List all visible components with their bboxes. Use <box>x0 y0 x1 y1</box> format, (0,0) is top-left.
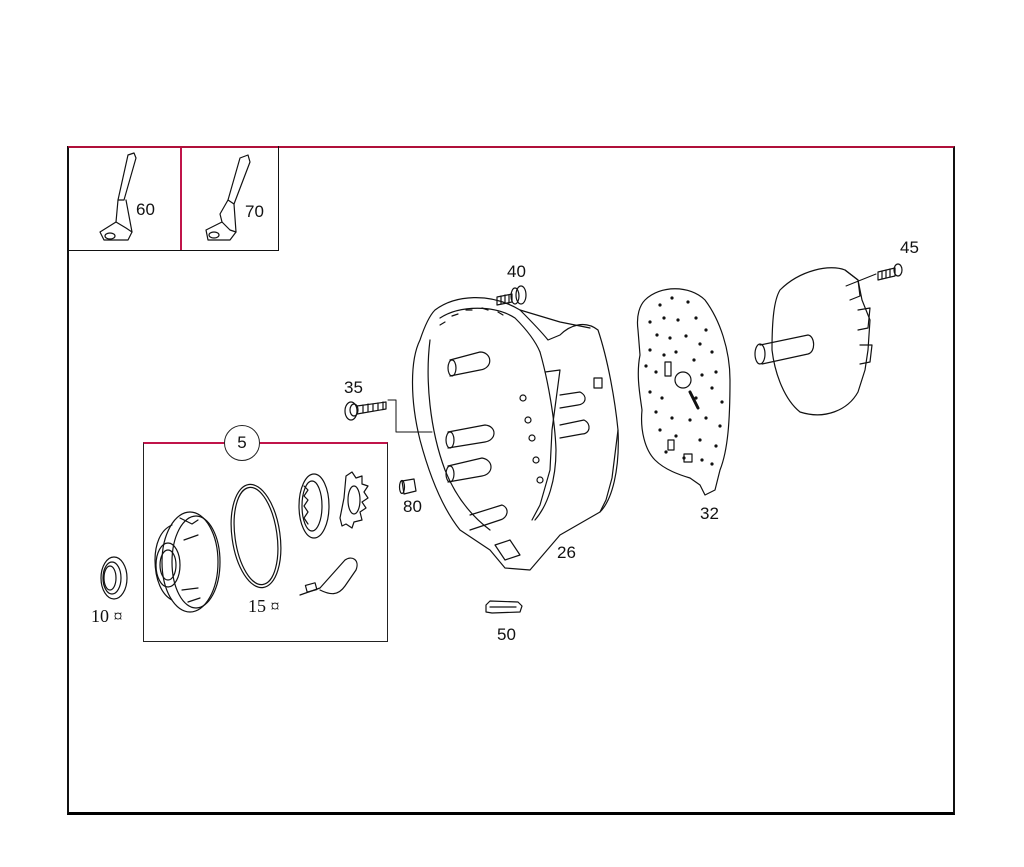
part-35-screw-icon[interactable] <box>344 399 433 433</box>
inset-box <box>67 146 279 251</box>
part-cover-shaft-icon[interactable] <box>754 267 873 416</box>
inset-divider <box>180 148 182 250</box>
part-32-plate-icon[interactable] <box>636 288 731 496</box>
diagram-frame <box>67 146 955 815</box>
part-50-seal-icon[interactable] <box>485 600 523 614</box>
callout-35[interactable]: 35 <box>344 378 363 397</box>
callout-80[interactable]: 80 <box>403 497 422 516</box>
kit-callout-badge[interactable]: 5 <box>224 425 260 461</box>
callout-32[interactable]: 32 <box>700 504 719 523</box>
part-5-pump-housing-icon[interactable] <box>154 511 221 613</box>
part-40-bolt-icon[interactable] <box>496 285 527 306</box>
callout-10[interactable]: 10 ¤ <box>91 606 123 626</box>
kit-callout-label: 5 <box>237 433 247 452</box>
part-cable-tie-icon[interactable] <box>299 557 358 596</box>
callout-70[interactable]: 70 <box>245 202 264 221</box>
callout-50[interactable]: 50 <box>497 625 516 644</box>
part-60-bracket-icon[interactable] <box>99 152 137 241</box>
callout-45[interactable]: 45 <box>900 238 919 257</box>
part-80-sleeve-icon[interactable] <box>398 478 417 495</box>
callout-26[interactable]: 26 <box>557 543 576 562</box>
part-15-o-ring-icon[interactable] <box>225 481 287 591</box>
callout-40[interactable]: 40 <box>507 262 526 281</box>
part-70-bracket-icon[interactable] <box>205 154 251 241</box>
part-45-bolt-icon[interactable] <box>845 263 903 287</box>
kit-box <box>143 442 388 642</box>
part-inner-gear-icon[interactable] <box>339 471 369 529</box>
part-10-seal-icon[interactable] <box>100 556 128 600</box>
callout-15[interactable]: 15 ¤ <box>248 596 280 616</box>
part-26-housing-icon[interactable] <box>411 297 619 571</box>
callout-60[interactable]: 60 <box>136 200 155 219</box>
part-outer-gear-icon[interactable] <box>298 473 330 539</box>
